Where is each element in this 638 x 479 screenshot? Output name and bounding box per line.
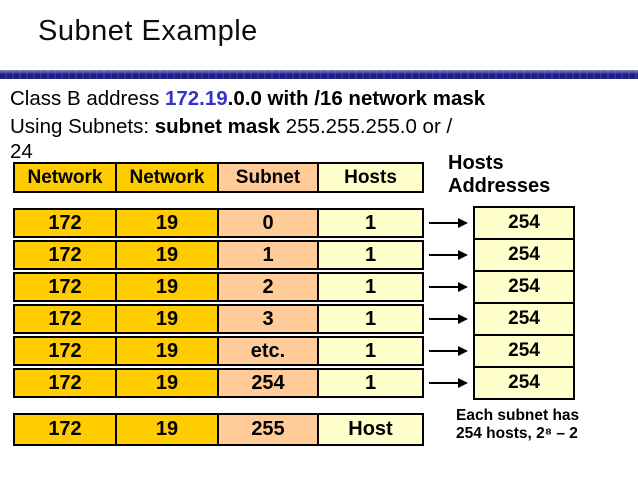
cell-network1: 172 <box>13 336 117 366</box>
subnet-table-header: Network Network Subnet Hosts <box>13 162 424 193</box>
arrow-right-icon <box>429 314 468 324</box>
cell-subnet: 255 <box>217 413 319 446</box>
header-cell-network-2: Network <box>115 162 219 193</box>
header-cell-network-1: Network <box>13 162 117 193</box>
cell-subnet: etc. <box>217 336 319 366</box>
cell-hosts: 1 <box>317 208 424 238</box>
table-row: 172 19 0 1 <box>13 208 424 238</box>
arrow-right-icon <box>429 218 468 228</box>
cell-network1: 172 <box>13 240 117 270</box>
subnet-hosts-note-line1: Each subnet has <box>456 407 580 424</box>
cell-hosts: 1 <box>317 304 424 334</box>
host-count-box: 254 <box>473 302 575 336</box>
table-row: 172 19 1 1 <box>13 240 424 270</box>
intro-line1-highlight: 172.19 <box>164 87 228 110</box>
cell-network1: 172 <box>13 304 117 334</box>
host-count-box: 254 <box>473 238 575 272</box>
cell-hosts: 1 <box>317 336 424 366</box>
intro-line-1: Class B address 172.19.0.0 with /16 netw… <box>10 87 485 111</box>
cell-network2: 19 <box>115 336 219 366</box>
host-count-box: 254 <box>473 334 575 368</box>
cell-subnet: 1 <box>217 240 319 270</box>
cell-network1: 172 <box>13 413 117 446</box>
hosts-addresses-label-line1: Hosts <box>448 152 504 174</box>
arrow-right-icon <box>429 282 468 292</box>
cell-network1: 172 <box>13 208 117 238</box>
cell-network2: 19 <box>115 240 219 270</box>
host-address-boxes: 254 254 254 254 254 254 <box>473 206 575 400</box>
table-row: 172 19 3 1 <box>13 304 424 334</box>
cell-network2: 19 <box>115 272 219 302</box>
title-divider-bar <box>0 70 638 79</box>
arrow-right-icon <box>429 250 468 260</box>
cell-subnet: 254 <box>217 368 319 398</box>
header-cell-hosts: Hosts <box>317 162 424 193</box>
hosts-addresses-label-line2: Addresses <box>448 175 551 197</box>
broadcast-row: 172 19 255 Host <box>13 413 424 446</box>
table-row: 172 19 etc. 1 <box>13 336 424 366</box>
cell-subnet: 2 <box>217 272 319 302</box>
cell-hosts: 1 <box>317 272 424 302</box>
cell-network2: 19 <box>115 304 219 334</box>
cell-hosts: 1 <box>317 240 424 270</box>
intro-line2-prefix: Using Subnets: <box>10 115 155 138</box>
subnet-hosts-note: Each subnet has 254 hosts, 2⁸ – 2 <box>456 407 579 443</box>
cell-network2: 19 <box>115 208 219 238</box>
arrow-right-icon <box>429 378 468 388</box>
arrow-right-icon <box>429 346 468 356</box>
intro-line-2: Using Subnets: subnet mask 255.255.255.0… <box>10 115 452 139</box>
page-title: Subnet Example <box>38 15 258 47</box>
cell-hosts: Host <box>317 413 424 446</box>
cell-network1: 172 <box>13 368 117 398</box>
cell-hosts: 1 <box>317 368 424 398</box>
intro-line-2-wrap: 24 <box>10 140 33 163</box>
intro-line2-bold: subnet mask <box>154 115 281 138</box>
cell-network2: 19 <box>115 368 219 398</box>
cell-subnet: 0 <box>217 208 319 238</box>
subnet-hosts-note-line2: 254 hosts, 2⁸ – 2 <box>456 425 578 442</box>
header-cell-subnet: Subnet <box>217 162 319 193</box>
cell-subnet: 3 <box>217 304 319 334</box>
table-row: 172 19 254 1 <box>13 368 424 398</box>
intro-line1-prefix: Class B address <box>10 87 165 110</box>
cell-network2: 19 <box>115 413 219 446</box>
table-row: 172 19 2 1 <box>13 272 424 302</box>
intro-line1-suffix: .0.0 with /16 network mask <box>227 87 486 110</box>
cell-network1: 172 <box>13 272 117 302</box>
host-count-box: 254 <box>473 366 575 400</box>
hosts-addresses-label: Hosts Addresses <box>448 152 550 198</box>
host-count-box: 254 <box>473 206 575 240</box>
subnet-table-body: 172 19 0 1 172 19 1 1 172 19 2 1 172 19 … <box>13 208 424 400</box>
host-count-box: 254 <box>473 270 575 304</box>
intro-line2-suffix: 255.255.255.0 or / <box>280 115 453 138</box>
